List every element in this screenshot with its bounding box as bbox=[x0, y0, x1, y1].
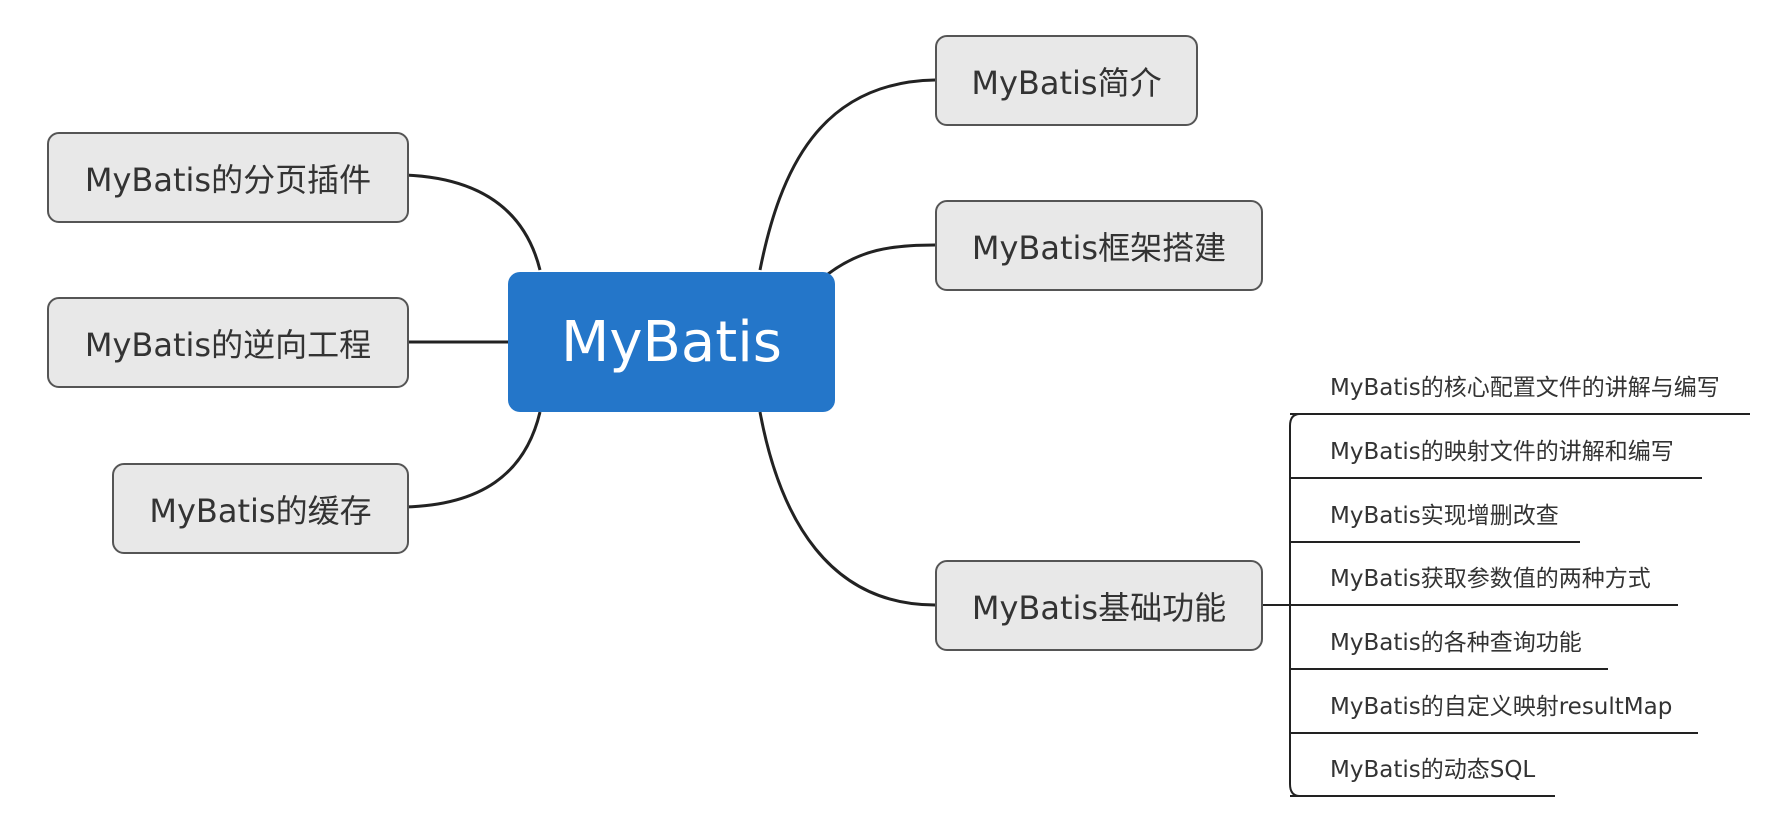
subtopic-crud[interactable]: MyBatis实现增删改查 bbox=[1330, 503, 1559, 529]
connector-central-to-cache bbox=[404, 411, 542, 509]
topic-framework-setup[interactable]: MyBatis框架搭建 bbox=[935, 200, 1263, 291]
central-topic-label: MyBatis bbox=[561, 309, 782, 375]
subtopic-param-values[interactable]: MyBatis获取参数值的两种方式 bbox=[1330, 566, 1651, 592]
topic-label: MyBatis的缓存 bbox=[149, 491, 372, 530]
topic-basic-features[interactable]: MyBatis基础功能 bbox=[935, 560, 1263, 651]
connector-central-to-intro bbox=[758, 78, 936, 271]
topic-reverse-engineering[interactable]: MyBatis的逆向工程 bbox=[47, 297, 409, 388]
connector-central-to-setup bbox=[827, 243, 936, 276]
central-topic[interactable]: MyBatis bbox=[508, 272, 835, 412]
subtopic-query-functions[interactable]: MyBatis的各种查询功能 bbox=[1330, 630, 1582, 656]
subtopic-core-config[interactable]: MyBatis的核心配置文件的讲解与编写 bbox=[1330, 375, 1720, 401]
topic-intro[interactable]: MyBatis简介 bbox=[935, 35, 1198, 126]
subtopic-mapper-file[interactable]: MyBatis的映射文件的讲解和编写 bbox=[1330, 439, 1674, 465]
topic-cache[interactable]: MyBatis的缓存 bbox=[112, 463, 409, 554]
topic-label: MyBatis简介 bbox=[971, 63, 1162, 102]
topic-label: MyBatis框架搭建 bbox=[971, 228, 1227, 267]
connector-central-to-pagination bbox=[404, 173, 542, 271]
topic-label: MyBatis的分页插件 bbox=[84, 160, 372, 199]
subtopic-dynamic-sql[interactable]: MyBatis的动态SQL bbox=[1330, 757, 1536, 783]
connector-central-to-basics bbox=[758, 411, 936, 607]
subtopic-resultmap[interactable]: MyBatis的自定义映射resultMap bbox=[1330, 694, 1673, 720]
topic-label: MyBatis基础功能 bbox=[971, 588, 1227, 627]
topic-label: MyBatis的逆向工程 bbox=[84, 325, 372, 364]
topic-pagination-plugin[interactable]: MyBatis的分页插件 bbox=[47, 132, 409, 223]
